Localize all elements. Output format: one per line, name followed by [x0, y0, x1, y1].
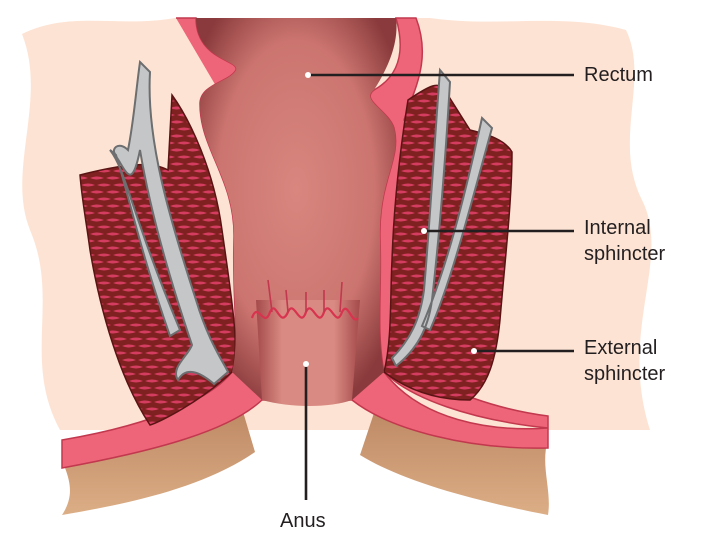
label-rectum-text: Rectum: [584, 64, 653, 86]
internal-sphincter-right: [390, 67, 494, 368]
label-rectum: Rectum: [584, 62, 653, 88]
label-internal-sphincter: Internal sphincter: [584, 215, 665, 267]
dentate-line: [250, 307, 359, 321]
label-anus-text: Anus: [280, 510, 326, 532]
label-internal-sphincter-line1: Internal: [584, 217, 651, 239]
leader-lines: [304, 73, 574, 500]
leader-dots: [303, 72, 477, 367]
internal-sphincter-left: [109, 59, 230, 386]
anal-columns: [267, 279, 343, 313]
label-internal-sphincter-line2: sphincter: [584, 243, 666, 265]
label-external-sphincter-line1: External: [584, 337, 658, 359]
anal-canal: [256, 300, 360, 406]
label-external-sphincter: External sphincter: [584, 335, 665, 387]
label-external-sphincter-line2: sphincter: [584, 363, 666, 385]
label-anus: Anus: [280, 508, 326, 534]
